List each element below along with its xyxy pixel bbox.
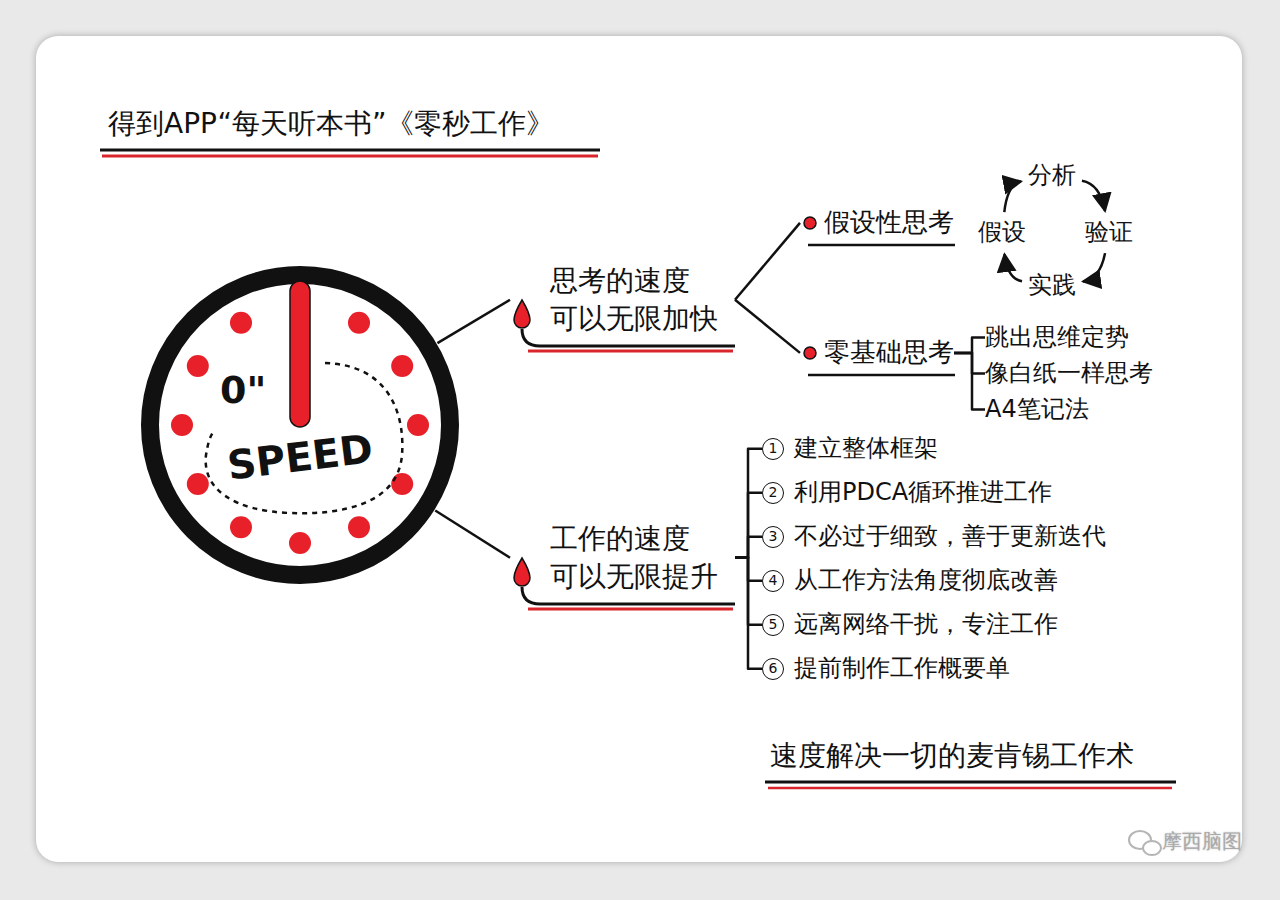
clock-hand	[290, 281, 310, 427]
node-text: 思考的速度 可以无限加快	[550, 262, 735, 338]
node-text: 零基础思考	[824, 336, 954, 370]
hour-dot	[348, 312, 370, 334]
subtopic: 零基础思考	[800, 336, 954, 370]
cycle-step: 假设	[975, 215, 1029, 250]
item-text: 不必过于细致，善于更新迭代	[794, 520, 1106, 554]
caption-underline	[765, 781, 1176, 784]
cycle-step: 实践	[1025, 268, 1079, 303]
node-text: A4笔记法	[985, 394, 1089, 425]
callout-number: 6	[762, 658, 784, 680]
cycle-step: 验证	[1082, 215, 1136, 250]
hour-dot	[230, 312, 252, 334]
callout-number: 3	[762, 526, 784, 548]
watermark-text: 摩西脑图	[1162, 828, 1242, 854]
item-text: 从工作方法角度彻底改善	[794, 564, 1058, 598]
connector	[437, 300, 510, 343]
title-text: 得到APP“每天听本书”《零秒工作》	[108, 106, 554, 142]
connector	[954, 338, 985, 353]
item-text: 提前制作工作概要单	[794, 652, 1010, 686]
node-text: 假设	[978, 217, 1026, 248]
connector	[735, 558, 762, 669]
hour-dot	[348, 516, 370, 538]
hour-dot	[171, 414, 193, 436]
node-text: 分析	[1028, 160, 1076, 191]
bullet-dot	[804, 217, 816, 229]
hour-dot	[230, 516, 252, 538]
connector	[954, 353, 985, 410]
subtopic: 假设性思考	[800, 206, 954, 240]
branch-topic: 思考的速度 可以无限加快	[510, 262, 735, 338]
connector	[954, 353, 985, 374]
hour-dot	[407, 414, 429, 436]
callout-number: 2	[762, 482, 784, 504]
list-item: 3 不必过于细致，善于更新迭代	[762, 520, 1106, 554]
node-text: 像白纸一样思考	[985, 358, 1153, 389]
hour-dot	[391, 355, 413, 377]
leaf-topic: A4笔记法	[985, 394, 1089, 425]
hour-dot	[187, 473, 209, 495]
item-text: 远离网络干扰，专注工作	[794, 608, 1058, 642]
connector	[1004, 181, 1021, 212]
callout-number: 4	[762, 570, 784, 592]
leaf-topic: 像白纸一样思考	[985, 358, 1153, 389]
node-text: 跳出思维定势	[985, 322, 1129, 353]
title-underline	[100, 149, 600, 152]
list-item: 6 提前制作工作概要单	[762, 652, 1010, 686]
list-item: 4 从工作方法角度彻底改善	[762, 564, 1058, 598]
list-item: 2 利用PDCA循环推进工作	[762, 476, 1052, 510]
connector	[735, 223, 800, 300]
hour-dot	[289, 532, 311, 554]
hour-dot	[391, 473, 413, 495]
caption-underline-red	[768, 787, 1172, 790]
item-text: 利用PDCA循环推进工作	[794, 476, 1052, 510]
connector	[435, 511, 510, 558]
branch-underline-red	[528, 350, 733, 353]
clock-node: 0"SPEED	[140, 265, 460, 585]
node-text: 工作的速度 可以无限提升	[550, 520, 735, 596]
connector	[1083, 253, 1105, 281]
drop-marker	[514, 300, 530, 328]
branch-topic: 工作的速度 可以无限提升	[510, 520, 735, 596]
subtopic-underline	[808, 374, 955, 377]
caption-text: 速度解决一切的麦肯锡工作术	[770, 738, 1134, 774]
node-text: 假设性思考	[824, 206, 954, 240]
branch-underline-red	[528, 608, 733, 611]
hour-dot	[187, 355, 209, 377]
connector	[735, 493, 762, 558]
connector	[1082, 181, 1105, 211]
leaf-topic: 跳出思维定势	[985, 322, 1129, 353]
node-text: 实践	[1028, 270, 1076, 301]
node-text: 验证	[1085, 217, 1133, 248]
cycle-step: 分析	[1025, 158, 1079, 193]
list-item: 5 远离网络干扰，专注工作	[762, 608, 1058, 642]
list-item: 1 建立整体框架	[762, 432, 938, 466]
drop-marker	[514, 558, 530, 586]
wechat-icon	[1143, 841, 1161, 855]
connector	[735, 537, 762, 558]
connector	[1005, 254, 1022, 281]
callout-number: 5	[762, 614, 784, 636]
item-text: 建立整体框架	[794, 432, 938, 466]
connector	[735, 300, 800, 353]
subtopic-underline	[808, 244, 955, 247]
bullet-dot	[804, 347, 816, 359]
callout-number: 1	[762, 438, 784, 460]
title-underline-red	[102, 155, 598, 158]
clock-mark: 0"	[220, 371, 266, 409]
clock-face	[140, 265, 460, 585]
clock-rim	[150, 275, 450, 575]
connector	[735, 449, 762, 558]
